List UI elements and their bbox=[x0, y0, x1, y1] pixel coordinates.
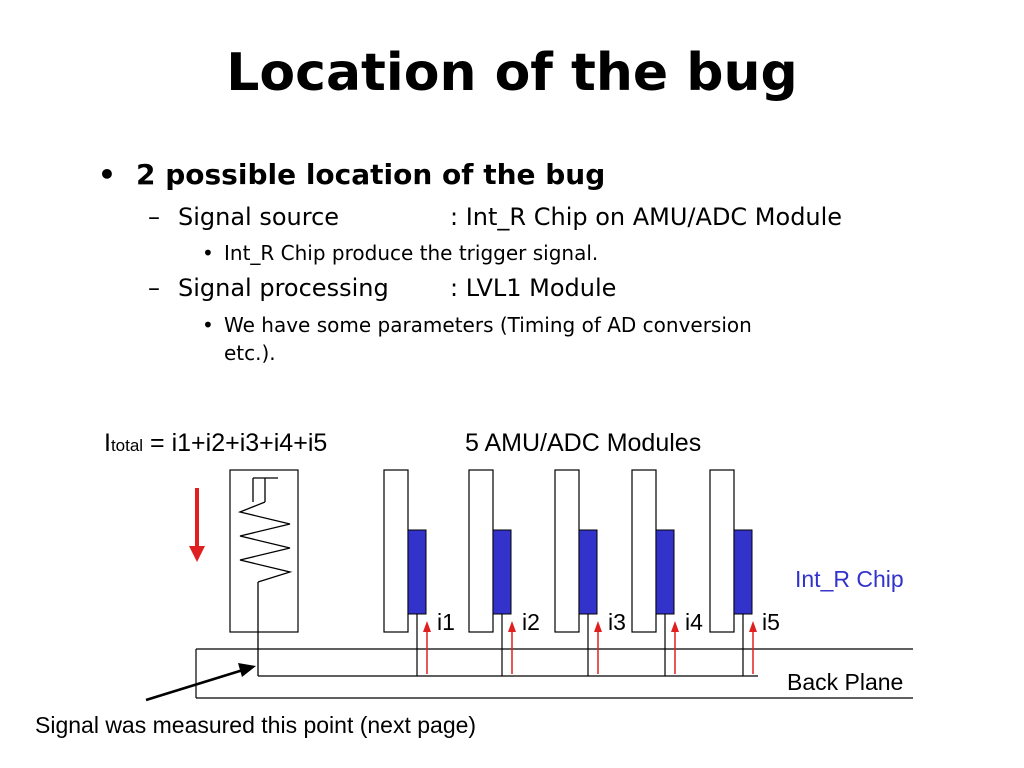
parameters-bullet-line1: We have some parameters (Timing of AD co… bbox=[224, 313, 752, 337]
itotal-I: I bbox=[104, 429, 111, 457]
int-r-chip-1 bbox=[407, 529, 427, 615]
current-label-i5: i5 bbox=[762, 609, 780, 635]
back-plane-label: Back Plane bbox=[787, 669, 903, 695]
adc-module-2 bbox=[468, 469, 494, 633]
modules-label: 5 AMU/ADC Modules bbox=[465, 429, 701, 457]
current-label-i2: i2 bbox=[522, 609, 540, 635]
measure-point-label: Signal was measured this point (next pag… bbox=[35, 712, 476, 738]
itotal-label: Itotal = i1+i2+i3+i4+i5 bbox=[104, 429, 327, 457]
adc-module-5 bbox=[709, 469, 735, 633]
current-arrow-icon bbox=[594, 621, 602, 674]
bullet-glyph: • bbox=[202, 313, 214, 337]
adc-module-3 bbox=[554, 469, 580, 633]
int-r-chip-4 bbox=[655, 529, 675, 615]
signal-processing-label: Signal processing bbox=[178, 274, 389, 302]
adc-module-4 bbox=[631, 469, 657, 633]
current-arrow-icon bbox=[423, 621, 431, 674]
resistor-symbol bbox=[237, 477, 293, 676]
itotal-equation: = i1+i2+i3+i4+i5 bbox=[143, 429, 327, 457]
int-r-chip-2 bbox=[492, 529, 512, 615]
int-r-chip-3 bbox=[578, 529, 598, 615]
current-label-i3: i3 bbox=[608, 609, 626, 635]
int-r-bullet-text: Int_R Chip produce the trigger signal. bbox=[224, 241, 599, 265]
itotal-subscript: total bbox=[111, 436, 143, 455]
current-arrow-icon bbox=[671, 621, 679, 674]
measure-point-arrow-icon bbox=[145, 663, 256, 702]
signal-source-value: : Int_R Chip on AMU/ADC Module bbox=[450, 203, 843, 231]
current-label-i1: i1 bbox=[437, 609, 455, 635]
current-arrow-icon bbox=[749, 621, 757, 674]
bullet-glyph: • bbox=[98, 158, 116, 191]
bullet-main-text: 2 possible location of the bug bbox=[136, 158, 606, 191]
current-label-i4: i4 bbox=[685, 609, 703, 635]
current-wires bbox=[416, 614, 744, 676]
dash-glyph: – bbox=[148, 274, 160, 302]
resistor-module bbox=[229, 469, 299, 633]
int-r-chip-5 bbox=[733, 529, 753, 615]
adc-modules bbox=[383, 469, 753, 633]
current-arrows bbox=[423, 621, 757, 674]
red-down-arrow-icon bbox=[189, 488, 205, 562]
signal-source-label: Signal source bbox=[178, 203, 340, 231]
int-r-chip-label: Int_R Chip bbox=[795, 566, 904, 592]
signal-processing-value: : LVL1 Module bbox=[450, 274, 617, 302]
adc-module-1 bbox=[383, 469, 409, 633]
slide-title: Location of the bug bbox=[226, 43, 798, 103]
back-plane bbox=[195, 648, 913, 699]
dash-glyph: – bbox=[148, 203, 160, 231]
current-arrow-icon bbox=[508, 621, 516, 674]
bullet-glyph: • bbox=[202, 241, 214, 265]
parameters-bullet-line2: etc.). bbox=[224, 341, 276, 365]
